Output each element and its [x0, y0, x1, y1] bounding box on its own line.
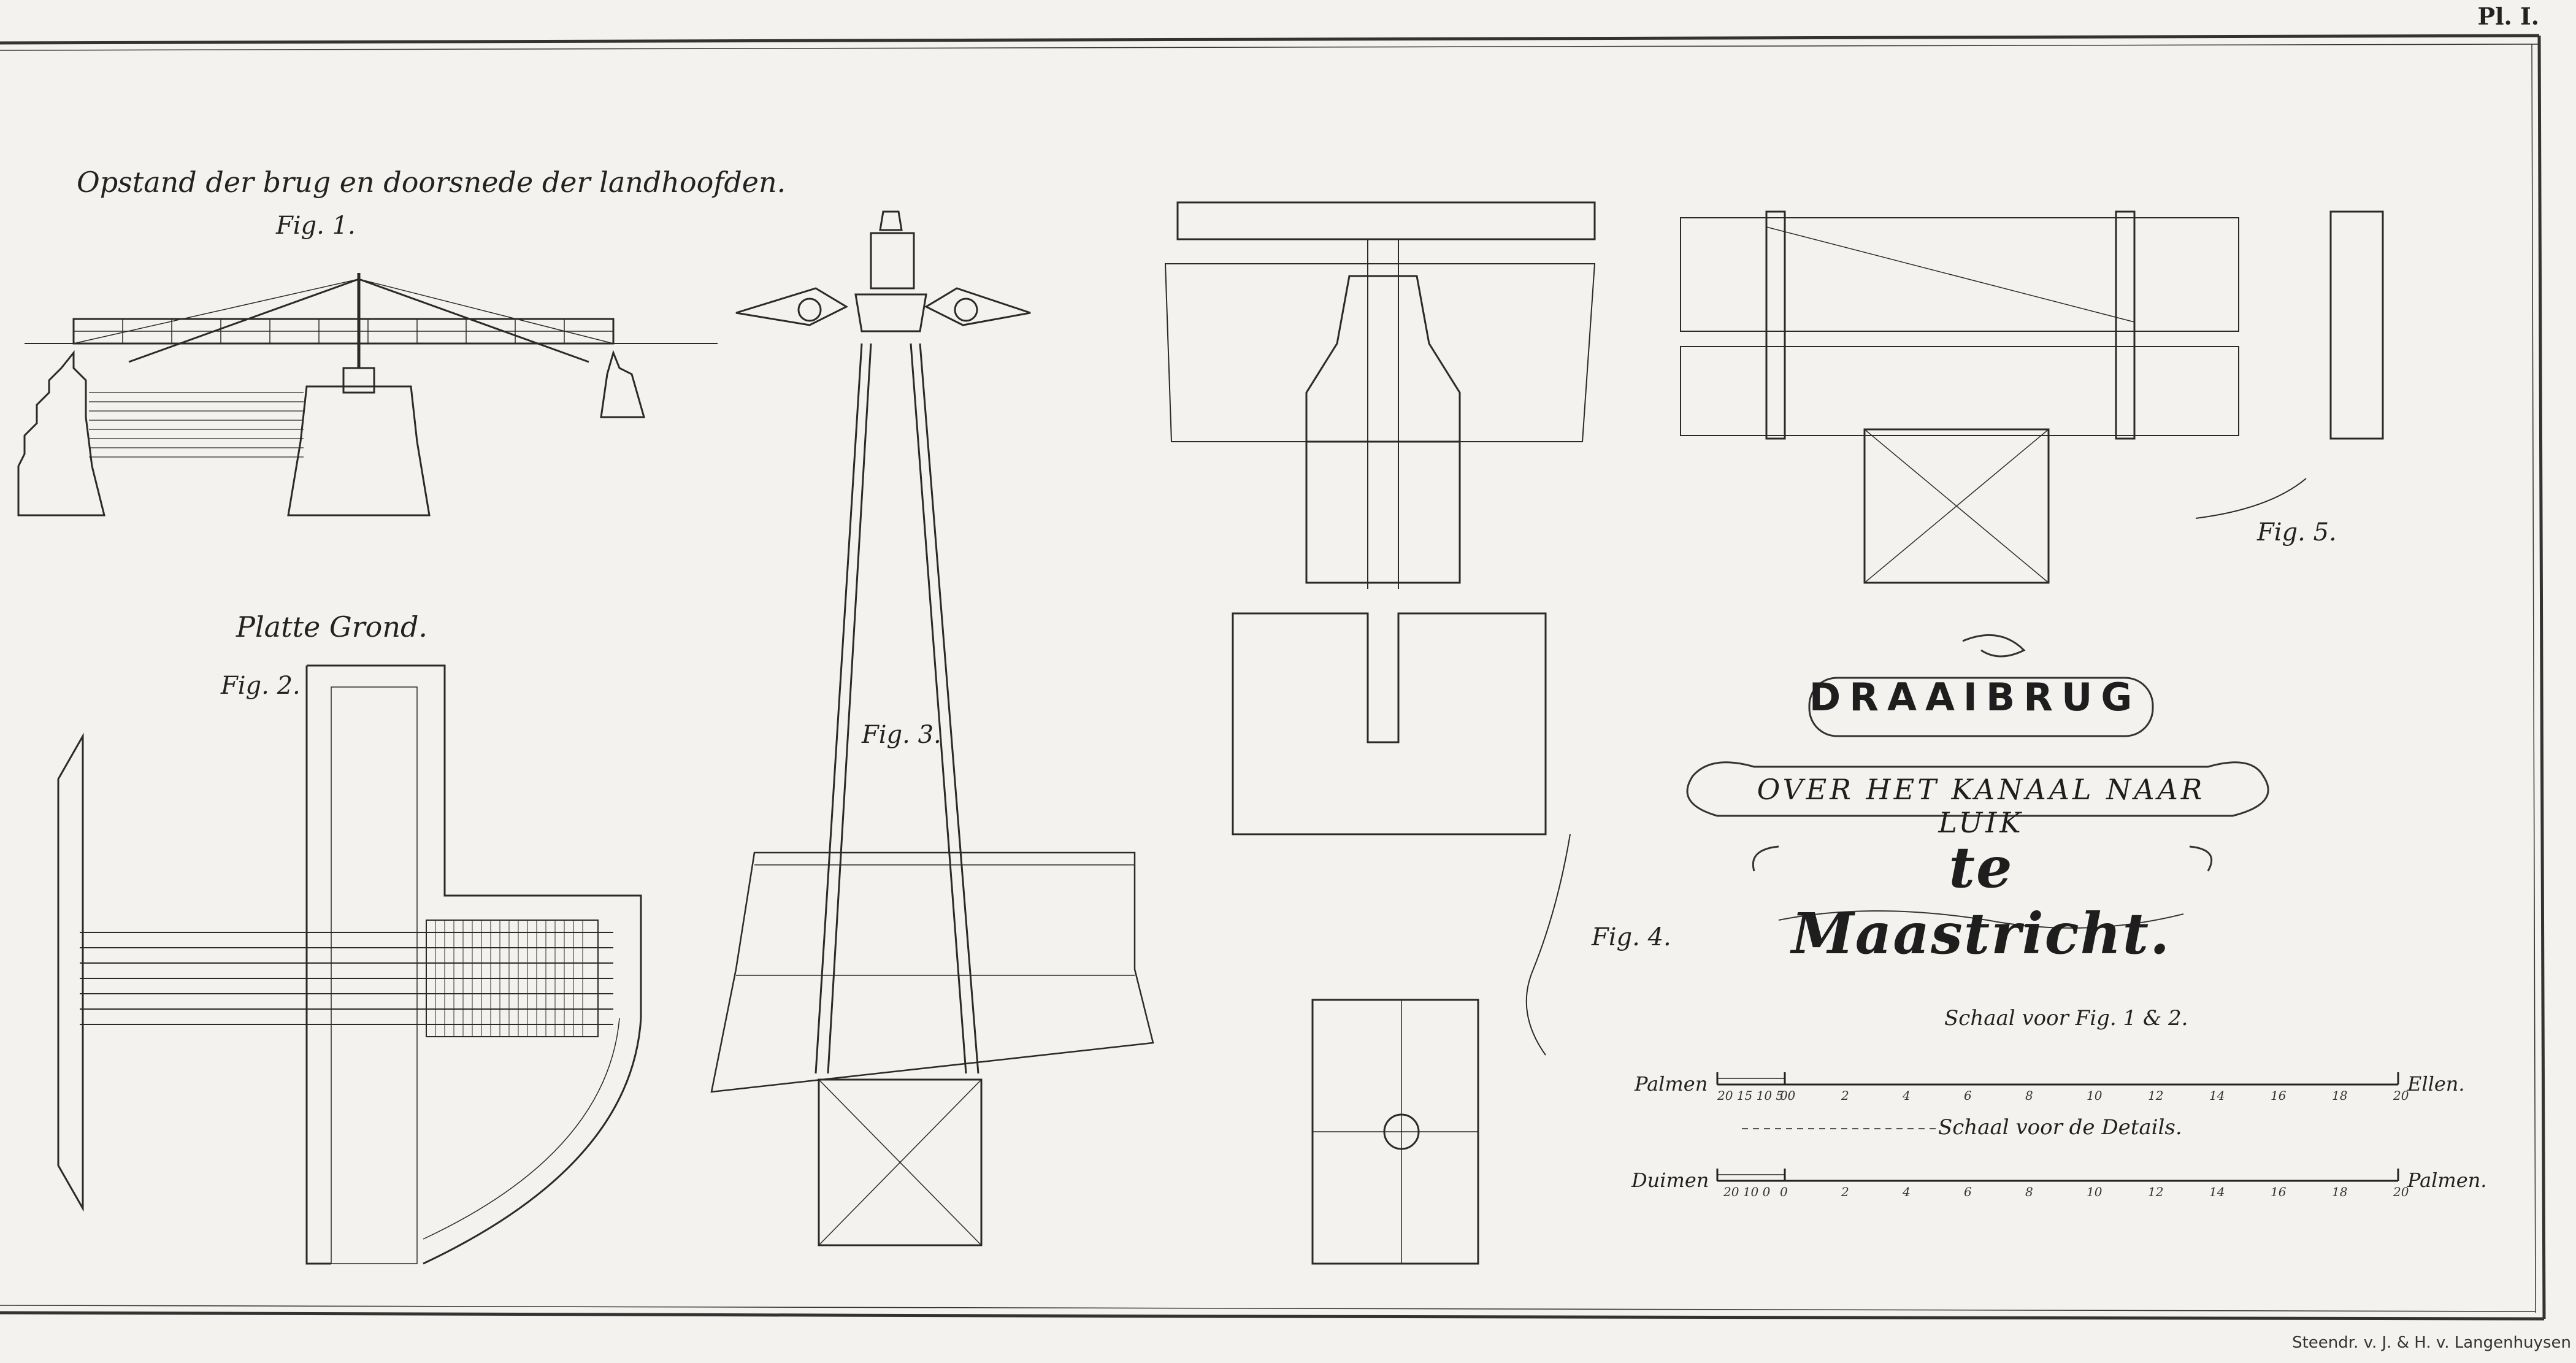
fig2-plan-view — [57, 664, 642, 1265]
fig3-mast-detail — [710, 210, 1154, 1246]
scale-bar-details — [1716, 1128, 2399, 1182]
printer-credit: Steendr. v. J. & H. v. Langenhuysen — [2292, 1334, 2571, 1352]
scale1-title: Schaal voor Fig. 1 & 2. — [1944, 1006, 2188, 1031]
scale-tick-label: 14 — [2209, 1088, 2225, 1103]
plate-border — [0, 34, 2546, 1321]
scale-tick-label: 6 — [1964, 1088, 1972, 1103]
scale2-left-unit: Duimen — [1631, 1169, 1709, 1192]
scale-tick-label: 18 — [2332, 1088, 2348, 1103]
scale-tick-label: 10 — [2087, 1088, 2103, 1103]
scale-tick-label: 10 — [2087, 1184, 2103, 1199]
fig3-label: Fig. 3. — [862, 721, 941, 749]
fig4-label: Fig. 4. — [1592, 923, 1671, 951]
scale2-sub-ticks: 20 10 0 — [1723, 1184, 1771, 1199]
fig1-label: Fig. 1. — [276, 212, 356, 240]
fig5-crossbeam-detail — [1680, 210, 2384, 584]
scale-tick-label: 0 — [1780, 1184, 1788, 1199]
scale-tick-label: 0 — [1780, 1088, 1788, 1103]
scale-tick-label: 2 — [1841, 1088, 1849, 1103]
cartouche-subtitle: OVER HET KANAAL NAAR LUIK — [1757, 773, 2206, 839]
fig1-title: Opstand der brug en doorsnede der landho… — [77, 166, 786, 199]
scale-tick-label: 20 — [2393, 1088, 2409, 1103]
scale2-title: Schaal voor de Details. — [1938, 1115, 2182, 1140]
cartouche-flourish — [1686, 634, 2269, 929]
scale-tick-label: 4 — [1903, 1088, 1911, 1103]
fig2-title: Platte Grond. — [236, 610, 428, 643]
cartouche-city: te Maastricht. — [1791, 834, 2171, 967]
fig5-label: Fig. 5. — [2257, 518, 2337, 547]
scale-tick-label: 16 — [2271, 1088, 2287, 1103]
fig4-pivot-detail — [1164, 201, 1596, 1265]
scale-tick-label: 4 — [1903, 1184, 1911, 1199]
scale-tick-label: 12 — [2148, 1088, 2164, 1103]
plate-number: Pl. I. — [2477, 2, 2539, 30]
fig2-label: Fig. 2. — [221, 672, 301, 700]
cartouche-title: DRAAIBRUG — [1809, 675, 2141, 720]
scale-tick-label: 14 — [2209, 1184, 2225, 1199]
scale-tick-label: 6 — [1964, 1184, 1972, 1199]
scale-tick-label: 8 — [2025, 1184, 2033, 1199]
scale2-right-unit: Palmen. — [2407, 1169, 2487, 1192]
fig1-bridge-elevation — [17, 273, 718, 516]
scale1-right-unit: Ellen. — [2407, 1072, 2465, 1096]
scale-bar-fig1-2 — [1716, 1072, 2399, 1086]
scale-tick-label: 16 — [2271, 1184, 2287, 1199]
scale-tick-label: 8 — [2025, 1088, 2033, 1103]
scale-tick-label: 2 — [1841, 1184, 1849, 1199]
scale1-left-unit: Palmen — [1635, 1072, 1708, 1096]
scale-tick-label: 18 — [2332, 1184, 2348, 1199]
scale-tick-label: 20 — [2393, 1184, 2409, 1199]
scale-tick-label: 12 — [2148, 1184, 2164, 1199]
scale1-sub-ticks: 20 15 10 5 0 — [1717, 1088, 1796, 1103]
